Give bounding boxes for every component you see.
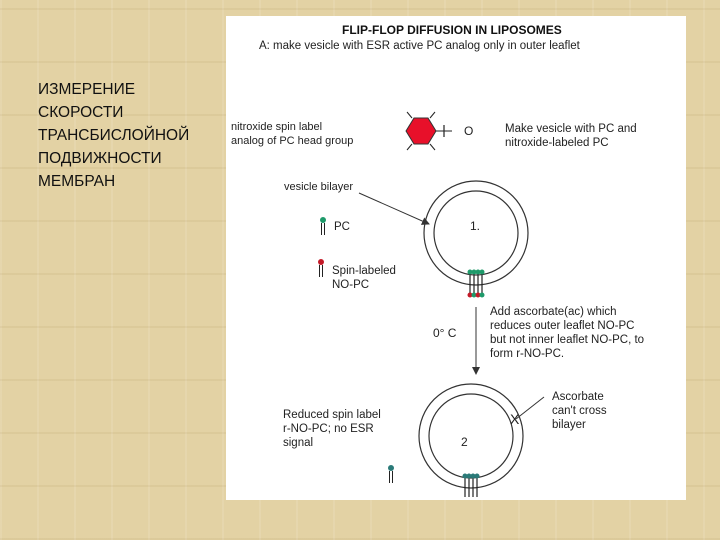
blocked-x-mark: X xyxy=(510,411,520,427)
pc-head xyxy=(467,269,473,275)
temperature-label: 0° C xyxy=(433,326,457,340)
pc-head xyxy=(475,269,481,275)
reduced-caption-line: r-NO-PC; no ESR xyxy=(283,423,374,435)
vesicle-2-inner-membrane xyxy=(428,393,514,479)
figure-subheading: A: make vesicle with ESR active PC analo… xyxy=(259,40,581,52)
methyl-bond xyxy=(406,111,413,119)
reduced-head xyxy=(474,473,480,479)
methyl-bond xyxy=(429,111,436,119)
pc-head xyxy=(471,292,477,298)
nitroxide-hexagon: O xyxy=(405,111,473,151)
vesicle-2-outer-membrane xyxy=(418,383,524,489)
ascorbate-note-line: form r-NO-PC. xyxy=(490,348,564,360)
ascorbate-cant-cross-line: bilayer xyxy=(552,419,586,431)
ascorbate-cant-cross-line: can't cross xyxy=(552,405,607,417)
spin-labeled-head xyxy=(475,292,481,298)
ascorbate-note-line: but not inner leaflet NO-PC, to xyxy=(490,334,644,346)
bilayer-pointer-arrow xyxy=(358,192,430,225)
figure-heading: FLIP-FLOP DIFFUSION IN LIPOSOMES xyxy=(342,23,562,37)
reduced-head xyxy=(462,473,468,479)
vesicle-1-inner-membrane xyxy=(433,190,519,276)
title-line: ИЗМЕРЕНИЕ xyxy=(38,81,136,98)
legend-spin-labeled: Spin-labeled NO-PC xyxy=(318,259,396,291)
ascorbate-cant-cross-line: Ascorbate xyxy=(552,391,604,403)
vesicle-1-outer-membrane xyxy=(423,180,529,286)
flip-flop-diagram: FLIP-FLOP DIFFUSION IN LIPOSOMES A: make… xyxy=(231,23,644,497)
figure-panel: FLIP-FLOP DIFFUSION IN LIPOSOMES A: make… xyxy=(226,16,686,500)
vesicle-bilayer-label: vesicle bilayer xyxy=(284,181,353,193)
blocked-path-line xyxy=(515,396,545,420)
legend-spin-labeled-line: Spin-labeled xyxy=(332,265,396,277)
methyl-bond xyxy=(406,143,413,151)
vesicle-2-lipid-cluster xyxy=(462,473,480,497)
make-vesicle-note-line: Make vesicle with PC and xyxy=(505,123,637,135)
spin-label-caption-line: nitroxide spin label xyxy=(231,121,322,133)
oxygen-label: O xyxy=(464,124,473,138)
ascorbate-note-line: Add ascorbate(ac) which xyxy=(490,306,617,318)
reduced-head xyxy=(466,473,472,479)
spin-labeled-head xyxy=(467,292,473,298)
legend-pc-label: PC xyxy=(334,221,350,233)
pc-head xyxy=(471,269,477,275)
legend-pc: PC xyxy=(320,217,350,235)
title-line: ПОДВИЖНОСТИ xyxy=(38,150,162,167)
slide-title: ИЗМЕРЕНИЕ СКОРОСТИ ТРАНСБИСЛОЙНОЙ ПОДВИЖ… xyxy=(38,78,223,193)
title-line: МЕМБРАН xyxy=(38,173,116,190)
ascorbate-note-line: reduces outer leaflet NO-PC xyxy=(490,320,634,332)
hexagon-shape xyxy=(405,117,437,145)
reduced-head xyxy=(388,465,394,471)
title-line: ТРАНСБИСЛОЙНОЙ xyxy=(38,127,190,144)
title-line: СКОРОСТИ xyxy=(38,104,124,121)
reduced-lipid-example xyxy=(388,465,394,483)
spin-label-caption-line: analog of PC head group xyxy=(231,135,353,147)
pc-head xyxy=(479,269,485,275)
legend-spin-labeled-line: NO-PC xyxy=(332,279,369,291)
methyl-bond xyxy=(429,143,436,151)
step-1-number: 1. xyxy=(470,219,480,233)
pc-head xyxy=(320,217,326,223)
reduced-head xyxy=(470,473,476,479)
reduced-caption-line: Reduced spin label xyxy=(283,409,381,421)
spin-labeled-head xyxy=(318,259,324,265)
vesicle-1-lipid-cluster xyxy=(467,269,485,298)
step-2-number: 2 xyxy=(461,435,468,449)
pc-head xyxy=(479,292,485,298)
make-vesicle-note-line: nitroxide-labeled PC xyxy=(505,137,609,149)
reduced-caption-line: signal xyxy=(283,437,313,449)
